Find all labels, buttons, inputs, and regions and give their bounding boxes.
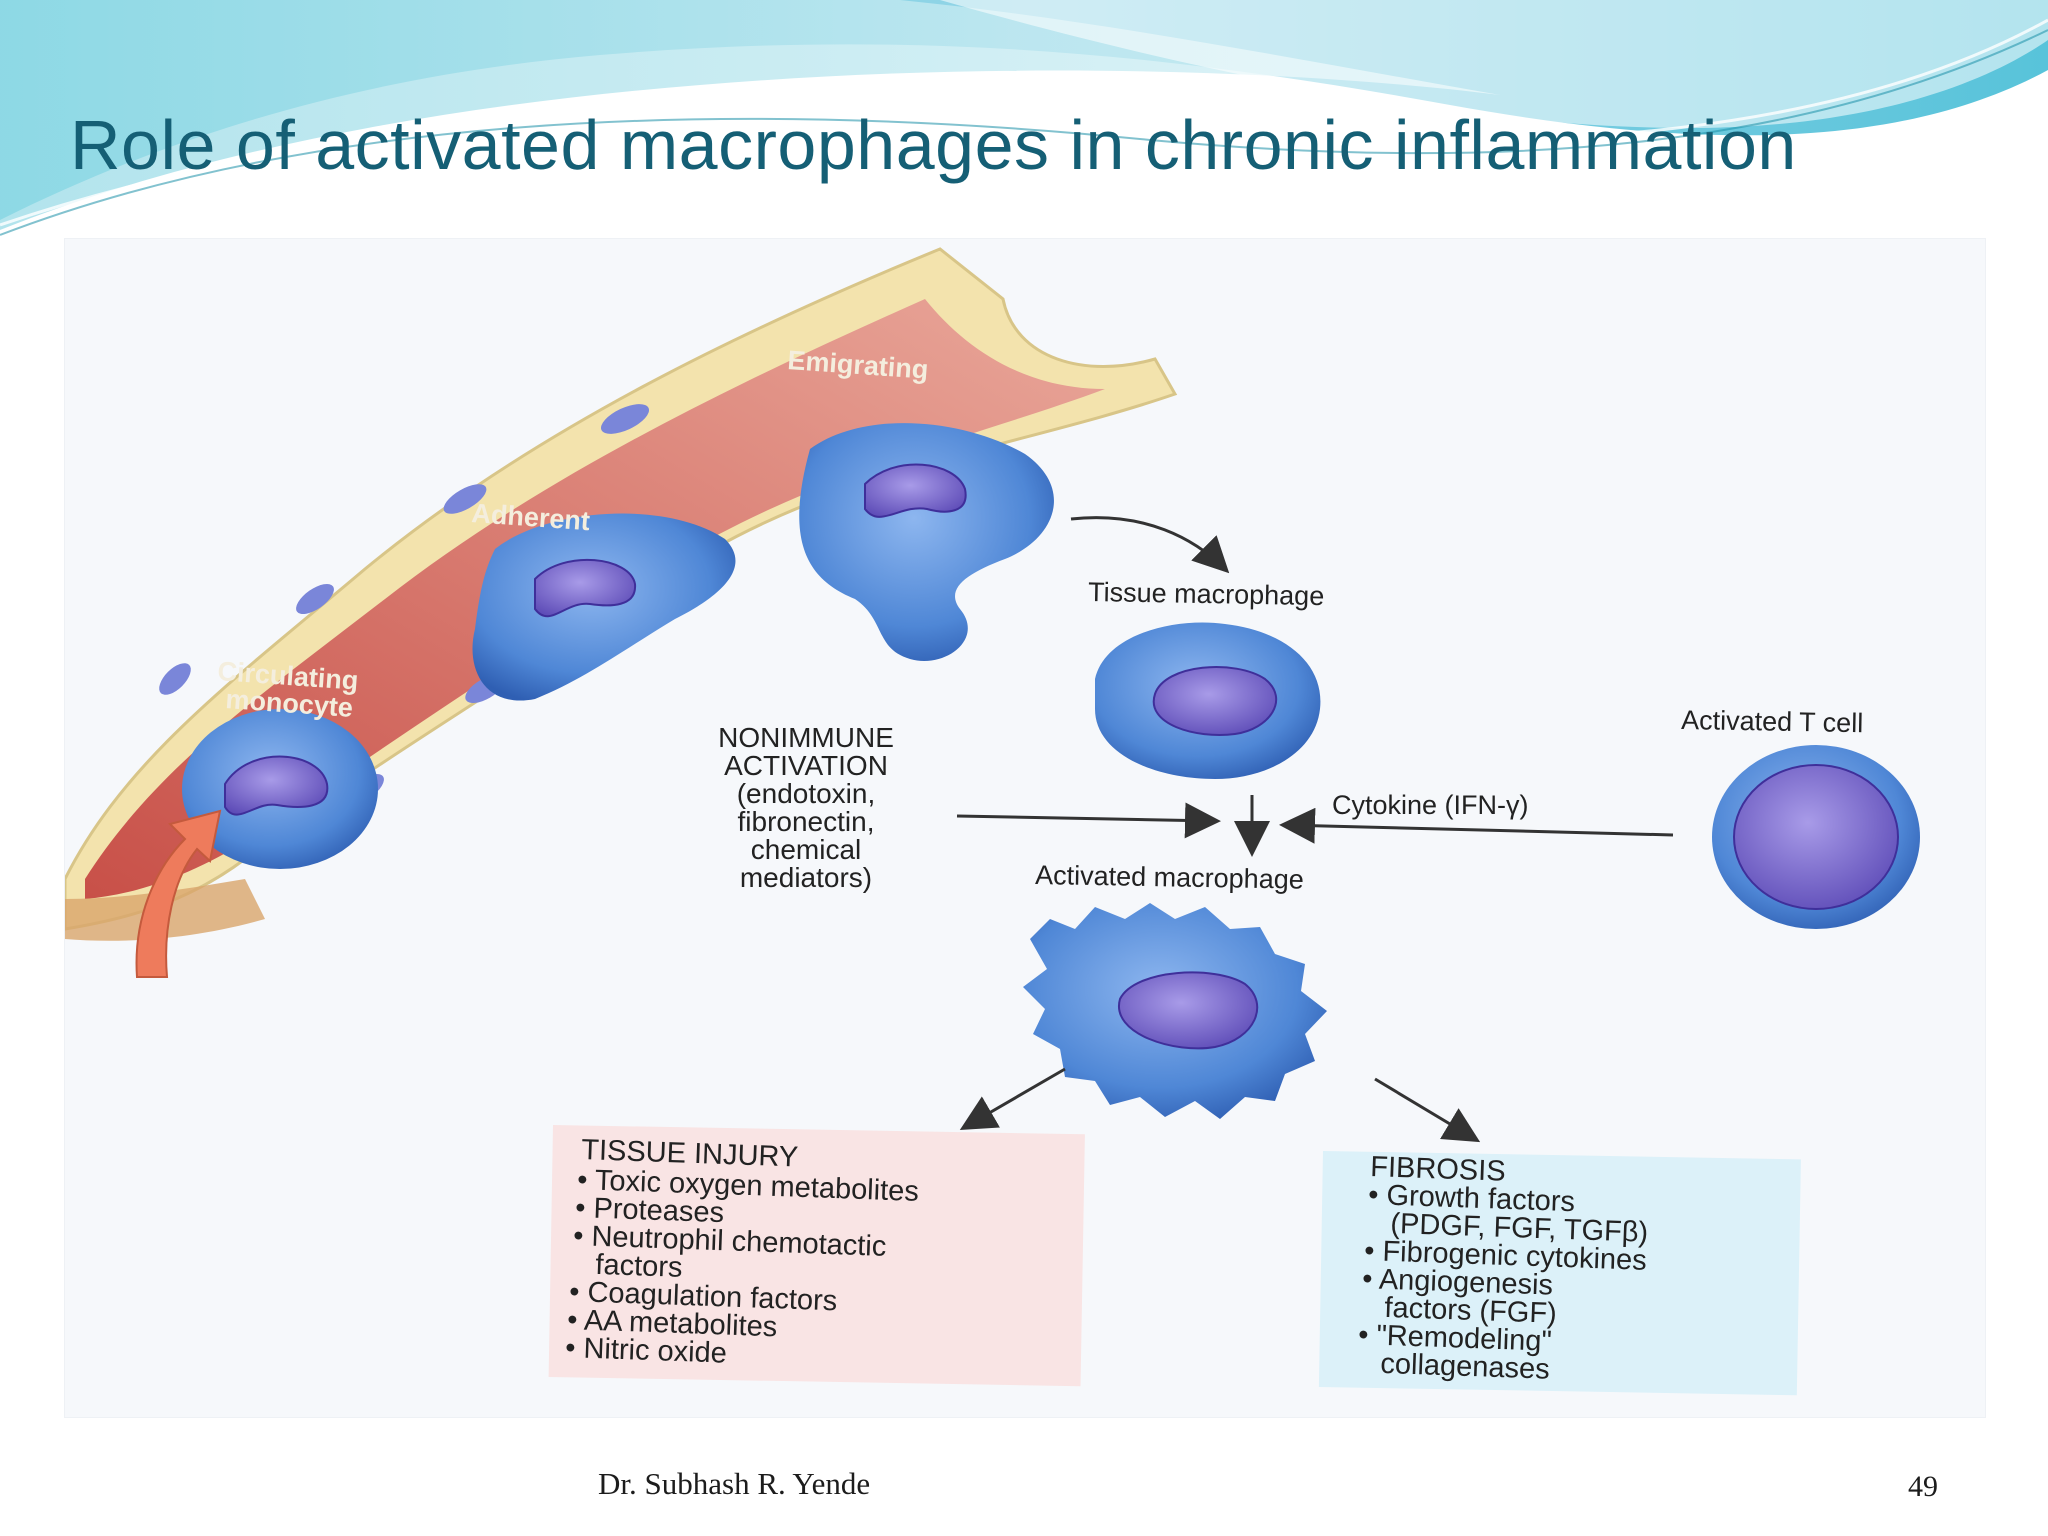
cytokine-arrow: [1279, 807, 1674, 844]
nonimmune-line: NONIMMUNE: [718, 722, 894, 753]
nonimmune-line: fibronectin,: [738, 806, 875, 837]
tissue-injury-item: • Proteases: [575, 1192, 725, 1229]
nonimmune-line: (endotoxin,: [737, 778, 876, 809]
emigrating-monocyte: [799, 423, 1054, 661]
fibrosis-item: • "Remodeling": [1358, 1319, 1553, 1358]
injury-arrow: [959, 1067, 1066, 1131]
fibrosis-item: factors (FGF): [1360, 1291, 1558, 1330]
nonimmune-line: ACTIVATION: [724, 750, 888, 781]
fibrosis-item: • Angiogenesis: [1362, 1263, 1554, 1302]
label-cytokine: Cytokine (IFN-γ): [1332, 790, 1529, 820]
nonimmune-line: chemical: [751, 834, 861, 865]
page-number: 49: [1908, 1470, 1938, 1503]
macrophage-diagram: Emigrating Adherent Circulating monocyte…: [63, 247, 1920, 1396]
figure-panel: Emigrating Adherent Circulating monocyte…: [63, 238, 1986, 1418]
fibrosis-arrow: [1374, 1077, 1481, 1143]
tissue-injury-item: • Nitric oxide: [565, 1332, 728, 1370]
blood-flow-arrow: [135, 809, 222, 978]
nonimmune-line: mediators): [740, 862, 872, 893]
circulating-monocyte: [182, 709, 378, 869]
label-activated-t-cell: Activated T cell: [1681, 705, 1864, 738]
label-activated-macrophage: Activated macrophage: [1035, 860, 1304, 895]
tissue-injury-item: factors: [571, 1248, 683, 1284]
slide-title: Role of activated macrophages in chronic…: [70, 106, 1797, 184]
adherent-monocyte: [472, 513, 736, 701]
activated-t-cell: [1712, 745, 1920, 929]
activated-macrophage-cell: [1023, 903, 1327, 1119]
label-tissue-macrophage: Tissue macrophage: [1088, 577, 1325, 611]
tissue-injury-item: • AA metabolites: [567, 1304, 778, 1343]
nonimmune-activation-label: NONIMMUNE ACTIVATION (endotoxin, fibrone…: [718, 722, 894, 893]
fibrosis-item: collagenases: [1356, 1347, 1550, 1386]
tissue-injury-heading: TISSUE INJURY: [581, 1134, 799, 1174]
fibrosis-box: FIBROSIS • Growth factors (PDGF, FGF, TG…: [1318, 1151, 1801, 1396]
tissue-macrophage-cell: [1095, 622, 1321, 779]
nonimmune-arrow: [956, 802, 1221, 839]
header-wave-decoration: [0, 0, 2048, 236]
fibrosis-item: • Growth factors: [1368, 1179, 1576, 1218]
emigration-arrow: [1070, 516, 1230, 574]
footer-author: Dr. Subhash R. Yende: [598, 1466, 871, 1501]
fibrosis-heading: FIBROSIS: [1370, 1151, 1506, 1188]
tissue-injury-box: TISSUE INJURY • Toxic oxygen metabolites…: [548, 1125, 1085, 1387]
